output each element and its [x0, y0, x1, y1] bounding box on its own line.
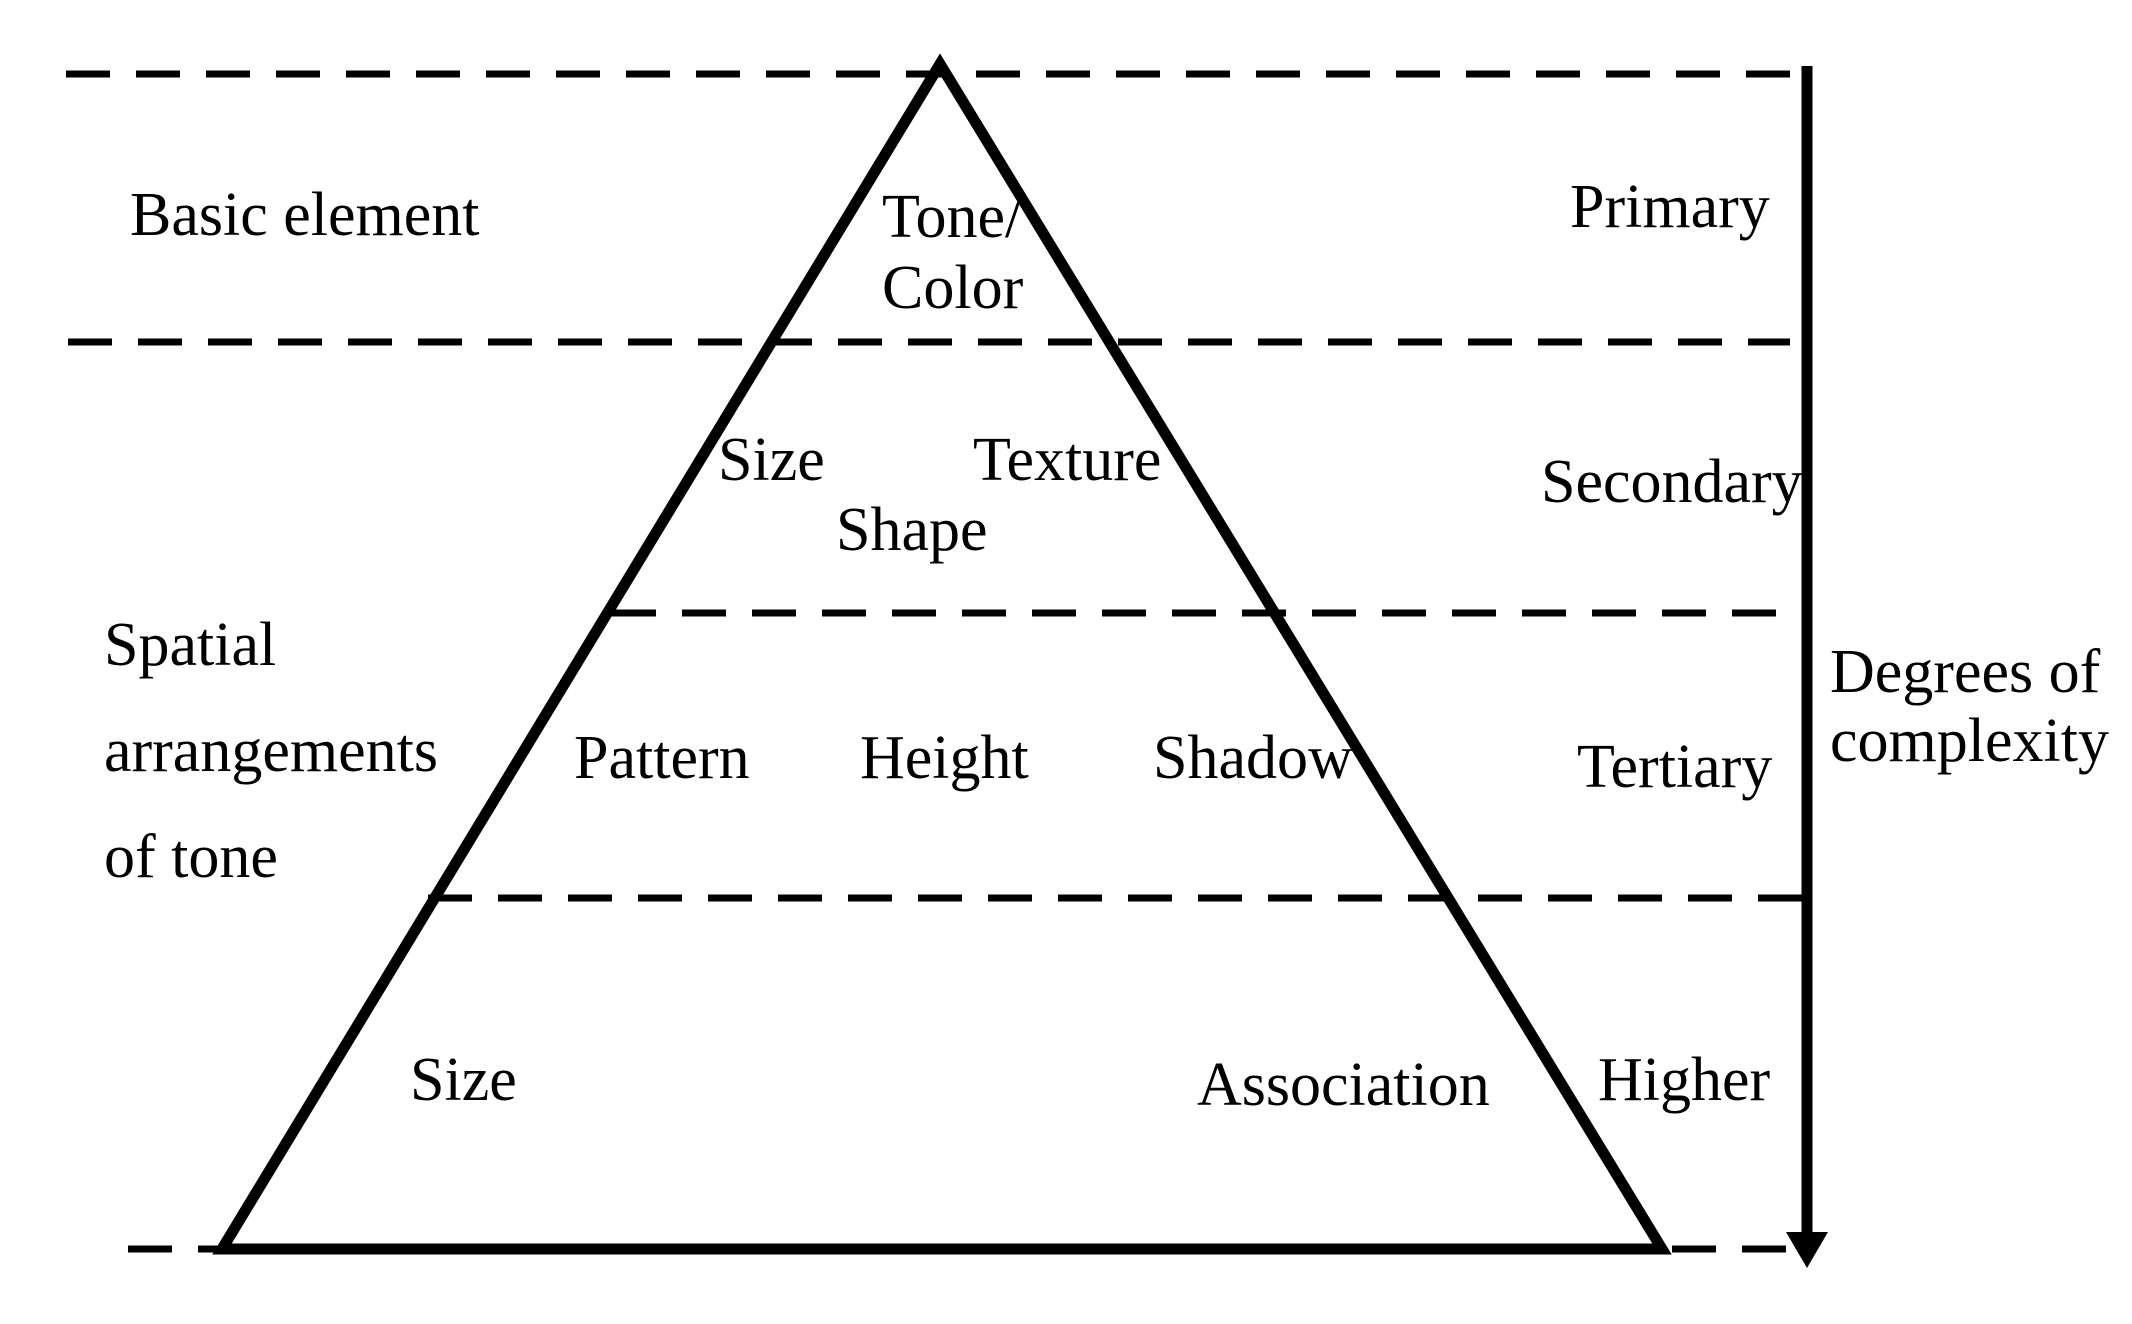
label-spatial-line2: arrangements: [104, 717, 438, 785]
label-association: Association: [1197, 1051, 1490, 1119]
label-spatial-line3: of tone: [104, 823, 278, 891]
label-size-lower: Size: [410, 1046, 517, 1114]
label-primary: Primary: [1570, 173, 1770, 241]
label-shape: Shape: [836, 496, 988, 564]
label-texture: Texture: [973, 426, 1161, 494]
label-degrees-of: Degrees of: [1830, 638, 2101, 706]
label-shadow: Shadow: [1153, 724, 1353, 792]
pyramid-outline: [212, 53, 1672, 1255]
label-tertiary: Tertiary: [1577, 733, 1772, 801]
label-spatial-line1: Spatial: [104, 611, 276, 679]
label-basic-element: Basic element: [130, 181, 479, 249]
label-secondary: Secondary: [1541, 448, 1803, 516]
complexity-axis-arrowhead: [1786, 1232, 1828, 1268]
label-size-upper: Size: [718, 426, 825, 494]
label-pattern: Pattern: [574, 724, 750, 792]
label-tone: Tone/: [882, 183, 1023, 251]
label-complexity: complexity: [1830, 707, 2109, 775]
label-height: Height: [860, 724, 1029, 792]
label-higher: Higher: [1598, 1046, 1771, 1114]
label-color: Color: [882, 254, 1024, 322]
